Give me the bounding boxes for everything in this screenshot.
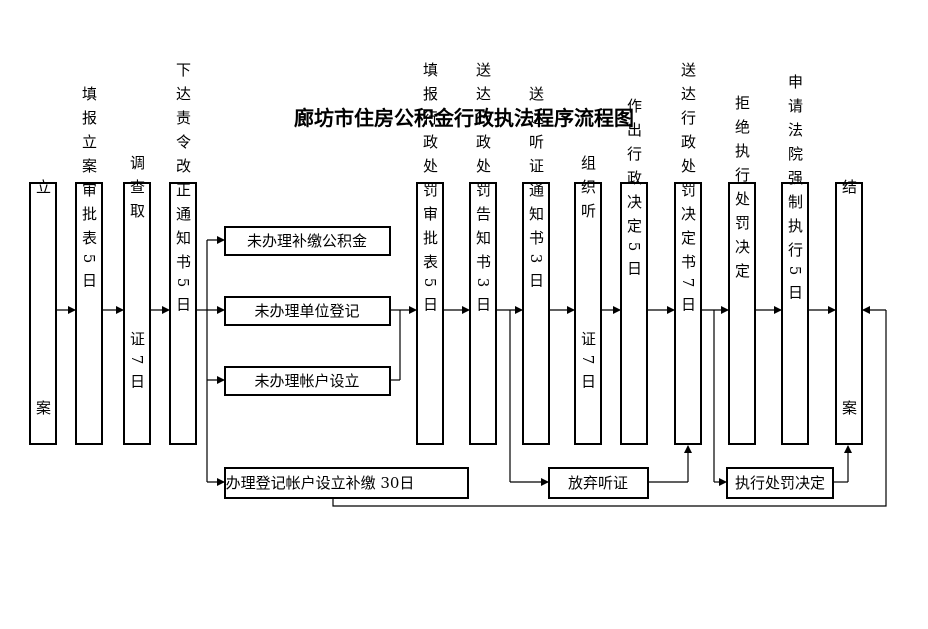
- step-boxes: 立案填报立案审批表5日调查取证7日下达责令改正通知书5日填报行政处罚审批表5日送…: [29, 62, 863, 445]
- step-label-shenqing: 申请法院强制执行5日: [786, 74, 804, 309]
- branch-label-buchong: 未办理补缴公积金: [247, 232, 367, 250]
- step-label-top-jie_an: 结: [840, 179, 858, 203]
- step-label-bottom-zuzhi_tingzheng: 证7日: [579, 331, 597, 398]
- step-label-song_da_tingzheng: 送达听证通知书3日: [527, 86, 545, 297]
- connectors: [57, 236, 887, 507]
- step-box-jie_an: 结案: [835, 179, 863, 445]
- step-box-song_da_tingzheng: 送达听证通知书3日: [522, 86, 550, 445]
- step-label-bottom-jie_an: 案: [840, 399, 858, 424]
- step-label-top-zuzhi_tingzheng: 组织听: [579, 155, 597, 227]
- step-box-song_da_jueding: 送达行政处罚决定书7日: [674, 62, 702, 445]
- step-label-tian_bao_chufa: 填报行政处罚审批表5日: [421, 62, 439, 321]
- branch-box-zhanghu: 未办理帐户设立: [224, 366, 391, 396]
- step-box-shenqing: 申请法院强制执行5日: [781, 74, 809, 445]
- step-box-zuochu_jueding: 作出行政决定5日: [620, 98, 648, 445]
- branch-box-buchong: 未办理补缴公积金: [224, 226, 391, 256]
- step-label-bottom-li_an: 案: [34, 399, 52, 424]
- step-box-tian_bao_chufa: 填报行政处罚审批表5日: [416, 62, 444, 445]
- banli-box: 办理登记帐户设立补缴 30日: [224, 467, 469, 499]
- page-title: 廊坊市住房公积金行政执法程序流程图: [294, 106, 634, 130]
- line-banli-return: [332, 310, 887, 507]
- step-label-song_da_gaozhi: 送达行政处罚告知书3日: [474, 62, 492, 321]
- step-label-xia_da: 下达责令改正通知书5日: [174, 62, 192, 321]
- step-label-top-li_an: 立: [34, 179, 52, 203]
- step-label-bottom-diao_cha: 证7日: [128, 331, 146, 398]
- zhixing-label: 执行处罚决定: [735, 474, 825, 492]
- step-box-jujue: 拒绝执行处罚决定: [728, 95, 756, 445]
- step-label-zuochu_jueding: 作出行政决定5日: [625, 98, 643, 285]
- banli-label: 办理登记帐户设立补缴 30日: [226, 474, 415, 492]
- step-label-top-diao_cha: 调查取: [128, 155, 146, 227]
- step-box-tian_bao: 填报立案审批表5日: [75, 86, 103, 445]
- step-box-li_an: 立案: [29, 179, 57, 445]
- branch-box-danwei: 未办理单位登记: [224, 296, 391, 326]
- step-label-jujue: 拒绝执行处罚决定: [733, 95, 751, 287]
- step-box-song_da_gaozhi: 送达行政处罚告知书3日: [469, 62, 497, 445]
- branch-label-zhanghu: 未办理帐户设立: [254, 372, 359, 390]
- step-label-song_da_jueding: 送达行政处罚决定书7日: [679, 62, 697, 321]
- zhixing-box: 执行处罚决定: [726, 467, 834, 499]
- fangqi-label: 放弃听证: [568, 474, 628, 492]
- step-box-xia_da: 下达责令改正通知书5日: [169, 62, 197, 445]
- branch-label-danwei: 未办理单位登记: [254, 302, 359, 320]
- fangqi-box: 放弃听证: [548, 467, 649, 499]
- step-label-tian_bao: 填报立案审批表5日: [80, 86, 98, 297]
